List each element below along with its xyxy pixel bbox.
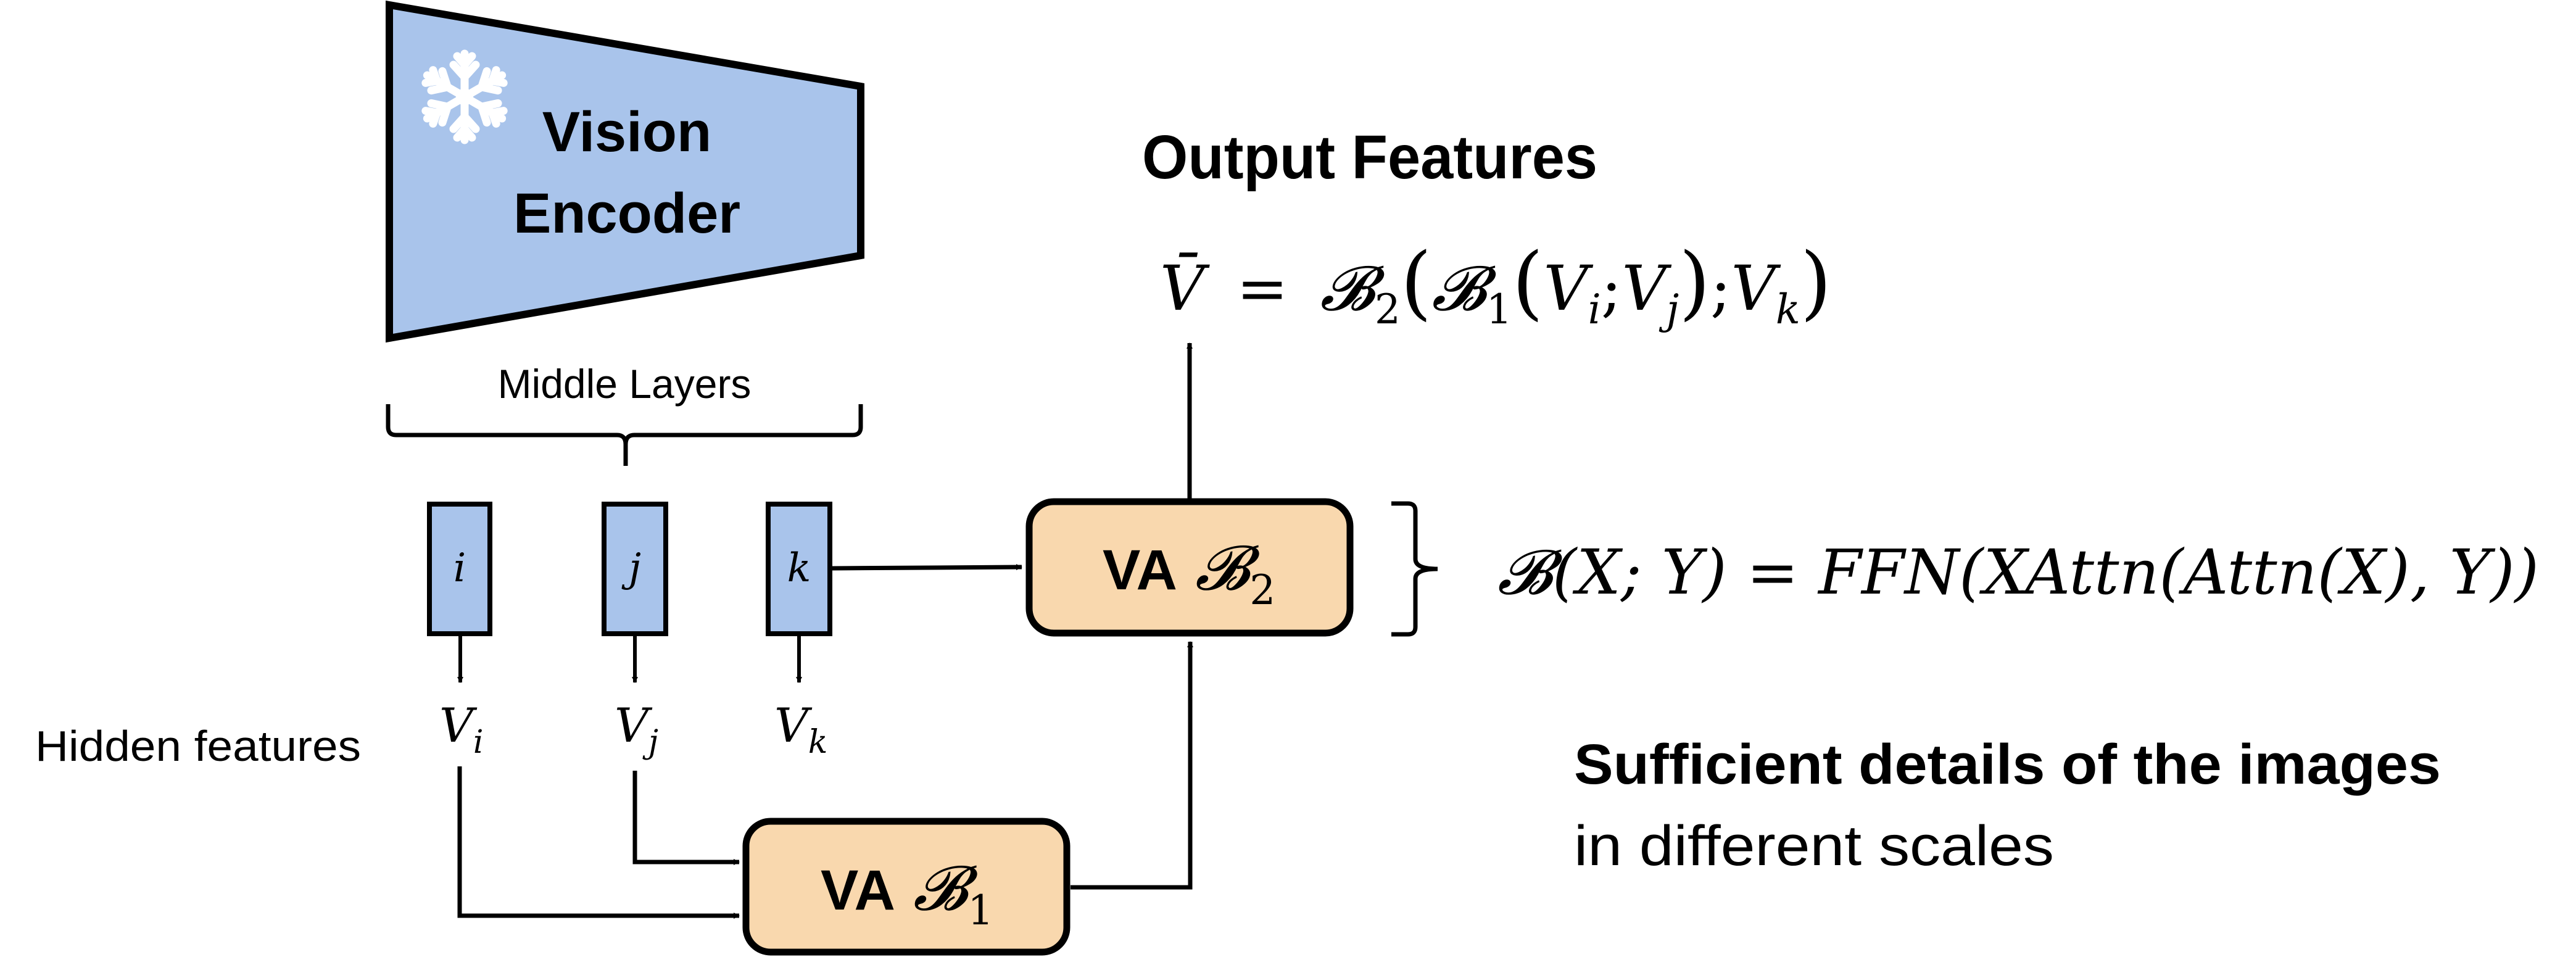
eq-close2: ) [1679, 235, 1710, 329]
va-b2-prefix: VA [1103, 539, 1177, 602]
connector-vk-to-b2 [832, 564, 1022, 571]
connector-b1-to-b2 [1071, 641, 1193, 890]
vision-encoder-title-line2: Encoder [513, 182, 740, 245]
connector-vi-to-b1 [457, 766, 740, 919]
middle-layers-label: Middle Layers [498, 361, 752, 407]
eq-vi-sub: i [1588, 286, 1601, 333]
svg-text:VA: VA [821, 859, 895, 922]
va-block-b1: VA 𝓑1 [742, 818, 1071, 956]
eq-b1-sub: 1 [1486, 286, 1512, 333]
layer-index-i: i [453, 545, 466, 591]
vision-encoder-shape [386, 0, 864, 343]
eq-equals: = [1236, 252, 1288, 325]
feature-v-k-sub: k [808, 724, 828, 761]
eq-vk: V [1731, 252, 1781, 325]
def-lhs-args: (X; Y) [1552, 536, 1727, 608]
eq-sep1: ; [1601, 252, 1622, 325]
caption-line2: in different scales [1574, 815, 2054, 877]
hidden-features-label: Hidden features [35, 722, 361, 770]
va-b2-sub: 2 [1249, 566, 1275, 614]
feature-v-j-base: V [615, 698, 653, 753]
output-features-title: Output Features [1142, 123, 1597, 192]
va-b1-sub: 1 [967, 887, 993, 934]
vision-encoder-title-line1: Vision [542, 101, 711, 164]
layer-bar-i: i [427, 502, 492, 636]
va-b1-prefix: VA [821, 859, 895, 922]
eq-vi: V [1543, 252, 1593, 325]
def-equals: = [1747, 536, 1799, 608]
eq-vk-sub: k [1776, 286, 1800, 333]
output-equation: V̄ = 𝓑2(𝓑1(Vi;Vj);Vk) [1160, 235, 1832, 333]
feature-v-i: Vi [439, 698, 484, 761]
block-definition-brace [1391, 501, 1438, 637]
caption-line1: Sufficient details of the images [1574, 733, 2441, 796]
eq-open2: ( [1512, 235, 1544, 329]
feature-v-k: Vk [774, 698, 827, 761]
block-definition-equation: 𝓑(X; Y) = FFN(XAttn(Attn(X), Y)) [1497, 536, 2539, 608]
eq-lhs: V̄ [1160, 252, 1210, 325]
def-rhs: FFN(XAttn(Attn(X), Y)) [1817, 536, 2539, 608]
feature-v-j: Vj [615, 698, 658, 761]
svg-text:Vk: Vk [774, 698, 827, 761]
svg-text:VA: VA [1103, 539, 1177, 602]
layer-index-k: k [787, 545, 811, 591]
layer-down-arrows [457, 636, 802, 683]
middle-layers-brace [386, 404, 863, 466]
feature-v-i-sub: i [473, 724, 484, 761]
feature-v-i-base: V [439, 698, 478, 753]
connector-vj-to-b1 [632, 771, 740, 865]
eq-sep2: ; [1710, 252, 1731, 325]
feature-v-k-base: V [774, 698, 813, 753]
eq-b2-sub: 2 [1375, 286, 1401, 333]
snowflake-icon [421, 49, 507, 140]
svg-text:Vj: Vj [615, 698, 658, 761]
eq-open1: ( [1401, 235, 1432, 329]
eq-close1: ) [1800, 235, 1832, 329]
svg-text:Vi: Vi [439, 698, 484, 761]
va-block-b2: VA 𝓑2 [1025, 498, 1354, 637]
layer-bar-j: j [602, 502, 668, 636]
layer-bar-k: k [766, 502, 832, 636]
vision-encoder: Vision Encoder [386, 0, 864, 343]
connectors-to-b1 [457, 766, 740, 919]
eq-vj: V [1621, 252, 1671, 325]
